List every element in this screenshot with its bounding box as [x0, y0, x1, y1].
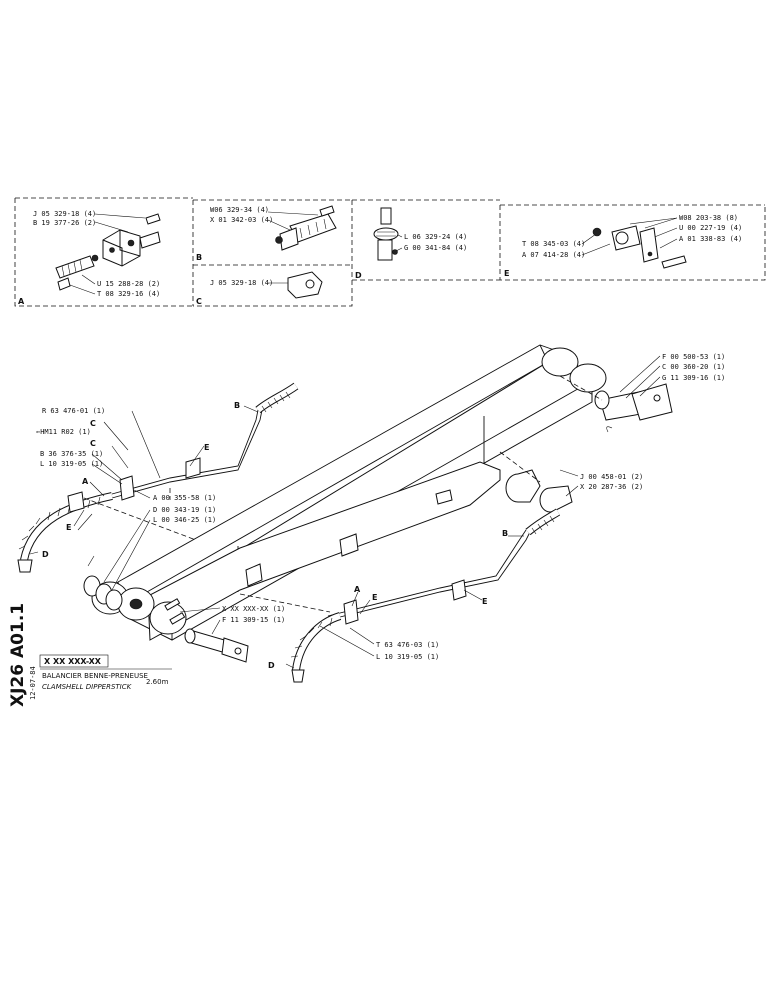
- label-u15288-28: U 15 288-28 (2): [97, 280, 160, 288]
- callout-c-2: C: [90, 439, 96, 448]
- callout-d-lower: D: [268, 661, 275, 670]
- panel-letter-e: E: [504, 269, 509, 278]
- label-a01338-83: A 01 338-83 (4): [679, 235, 742, 243]
- label-g00341-84: G 00 341-84 (4): [404, 244, 467, 252]
- label-l10319-05-bottom: L 10 319-05 (1): [376, 653, 439, 661]
- bushing-icon: [505, 469, 573, 513]
- callout-b-lower: B: [502, 529, 508, 538]
- label-t63476-03: T 63 476-03 (1): [376, 641, 439, 649]
- label-j05329-18-c: J 05 329-18 (4): [210, 279, 273, 287]
- panel-a: A J 05 329-18 (4) B 19 377-26 (2) U 15 2…: [18, 210, 161, 306]
- label-c00360-20: C 00 360-20 (1): [662, 363, 725, 371]
- callout-a-lower: A: [354, 585, 361, 594]
- pipe-clamp-icon: [592, 225, 687, 269]
- bolt-icon: [145, 213, 161, 225]
- part-number: X XX XXX-XX: [44, 657, 102, 666]
- valve-block-icon: [102, 229, 161, 267]
- label-b19377-26: B 19 377-26 (2): [33, 219, 96, 227]
- callout-e-lower: E: [372, 593, 377, 602]
- callout-c-1: C: [90, 419, 96, 428]
- upper-hose-line: [17, 382, 299, 573]
- arm-length: 2.60m: [146, 678, 169, 686]
- label-w08203-38: W08 203-38 (8): [679, 214, 738, 222]
- callout-d-left: D: [42, 550, 49, 559]
- title-en: CLAMSHELL DIPPERSTICK: [42, 683, 133, 691]
- spring-fitting-icon: [55, 254, 99, 291]
- callout-b-upper: B: [234, 401, 240, 410]
- label-a00355-58: A 00 355-58 (1): [153, 494, 216, 502]
- clip-icon: [287, 271, 323, 299]
- panel-e: E W08 203-38 (8) U 00 227-19 (4) A 01 33…: [504, 214, 742, 278]
- detail-panels: [14, 197, 766, 307]
- title-fr: BALANCIER BENNE-PRENEUSE: [42, 672, 148, 680]
- title-block: XJ26 A01.1 12-07-84 X XX XXX-XX BALANCIE…: [8, 603, 172, 707]
- label-l10319-05: L 10 319-05 (1): [40, 460, 103, 468]
- callout-e-upper: E: [204, 443, 209, 452]
- label-g11309-16: G 11 309-16 (1): [662, 374, 725, 382]
- panel-c: C J 05 329-18 (4): [196, 271, 323, 306]
- label-t08329-16: T 08 329-16 (4): [97, 290, 160, 298]
- label-hm11-r02: ⇐HM11 R02 (1): [36, 428, 91, 436]
- label-l06329-24: L 06 329-24 (4): [404, 233, 467, 241]
- bottom-pin-icon: [184, 628, 249, 663]
- label-x01342-03: X 01 342-03 (4): [210, 216, 273, 224]
- panel-d: D L 06 329-24 (4) G 00 341-84 (4): [355, 207, 467, 280]
- label-r63476-01: R 63 476-01 (1): [42, 407, 105, 415]
- leader-lines: [29, 355, 661, 669]
- panel-letter-b: B: [196, 253, 202, 262]
- label-l00346-25: L 00 346-25 (1): [153, 516, 216, 524]
- label-d00343-19: D 00 343-19 (1): [153, 506, 216, 514]
- dipperstick-arm: [91, 344, 607, 641]
- label-j05329-18: J 05 329-18 (4): [33, 210, 96, 218]
- swivel-fitting-icon: [373, 207, 399, 261]
- top-pin-icon: [559, 375, 673, 433]
- drawing-code: XJ26 A01.1: [8, 603, 28, 707]
- drawing-date: 12-07-84: [29, 666, 37, 700]
- label-f00500-53: F 00 500-53 (1): [662, 353, 725, 361]
- label-j00458-01: J 00 458-01 (2): [580, 473, 643, 481]
- main-labels: F 00 500-53 (1) C 00 360-20 (1) G 11 309…: [36, 353, 725, 670]
- callout-a-left: A: [82, 477, 89, 486]
- callout-e-lower-right: E: [482, 597, 487, 606]
- label-u00227-19: U 00 227-19 (4): [679, 224, 742, 232]
- construction-lines: [83, 451, 541, 541]
- label-xxxx-1: X XX XXX-XX (1): [222, 605, 285, 613]
- clamp-block-icon: [275, 205, 337, 251]
- panel-letter-c: C: [196, 297, 202, 306]
- label-t08345-03: T 08 345-03 (4): [522, 240, 585, 248]
- panel-b: B W06 329-34 (4) X 01 342-03 (4): [196, 205, 337, 262]
- panel-letter-a: A: [18, 297, 25, 306]
- label-w06329-34: W06 329-34 (4): [210, 206, 269, 214]
- label-a07414-28: A 07 414-28 (4): [522, 251, 585, 259]
- washer-stack-icon: [83, 555, 123, 611]
- panel-letter-d: D: [355, 271, 362, 280]
- label-b36376-35: B 36 376-35 (1): [40, 450, 103, 458]
- lower-hose-line: [239, 508, 561, 683]
- callout-e-left: E: [66, 523, 71, 532]
- label-x20287-36: X 20 287-36 (2): [580, 483, 643, 491]
- label-f11309-15: F 11 309-15 (1): [222, 616, 285, 624]
